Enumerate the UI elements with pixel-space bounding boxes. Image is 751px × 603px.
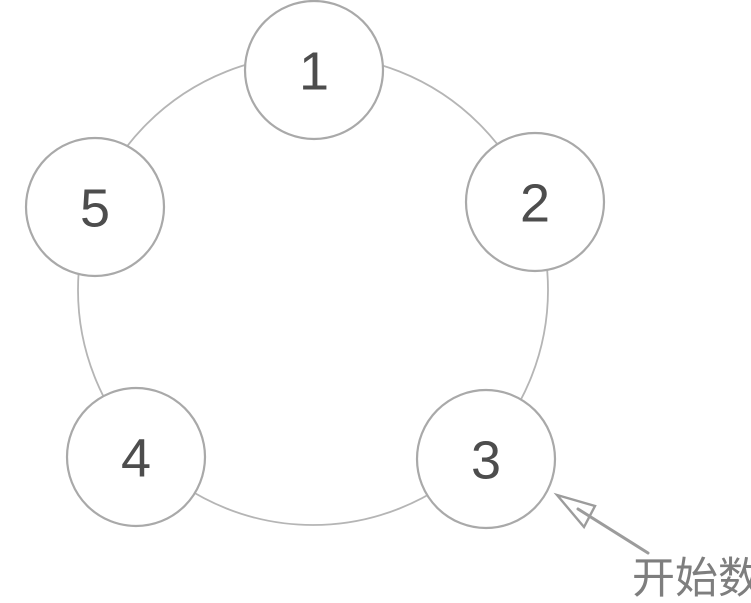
node-circle xyxy=(243,0,385,141)
node-circle xyxy=(464,131,606,273)
node-5: 5 xyxy=(24,136,166,278)
nodes-group: 1 2 3 4 5 xyxy=(24,0,606,530)
arrow-shaft xyxy=(576,507,650,555)
node-1: 1 xyxy=(243,0,385,141)
node-number: 2 xyxy=(520,173,550,233)
node-number: 5 xyxy=(80,178,110,238)
node-number: 4 xyxy=(121,428,151,488)
node-circle xyxy=(65,386,207,528)
node-2: 2 xyxy=(464,131,606,273)
node-circle xyxy=(24,136,166,278)
node-number: 3 xyxy=(471,430,501,490)
annotation-label: 开始数 xyxy=(632,555,751,603)
node-circle xyxy=(415,388,557,530)
node-4: 4 xyxy=(65,386,207,528)
node-number: 1 xyxy=(299,41,329,101)
annotation-arrow xyxy=(553,492,650,555)
node-3: 3 xyxy=(415,388,557,530)
arrow-head-icon xyxy=(553,492,597,530)
